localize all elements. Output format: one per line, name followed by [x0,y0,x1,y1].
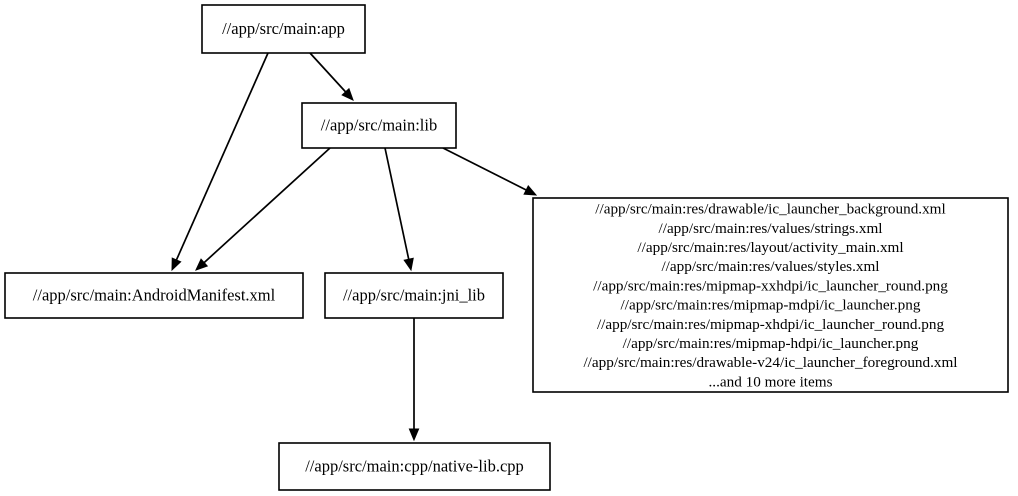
arrowhead-icon [403,257,414,272]
graph-node-app[interactable]: //app/src/main:app [201,4,366,54]
node-label-line: //app/src/main:res/drawable/ic_launcher_… [595,201,945,218]
node-label: //app/src/main:jni_lib [343,285,485,304]
node-label-line: //app/src/main:res/layout/activity_main.… [637,239,903,256]
node-label-line: //app/src/main:res/mipmap-xhdpi/ic_launc… [597,316,945,333]
graph-node-jni_lib[interactable]: //app/src/main:jni_lib [324,272,504,319]
edge-jni_lib-to-native_lib [408,318,420,442]
node-box[interactable] [532,197,1009,393]
node-box[interactable] [201,4,366,54]
node-box[interactable] [324,272,504,319]
edge-line [203,147,331,264]
node-label-line: //app/src/main:res/mipmap-hdpi/ic_launch… [623,335,919,352]
node-label-line: //app/src/main:res/values/strings.xml [659,220,883,237]
graph-node-lib[interactable]: //app/src/main:lib [301,102,457,149]
node-label: //app/src/main:AndroidManifest.xml [33,285,276,304]
node-label: //app/src/main:app [222,19,345,38]
edge-app-to-manifest [171,52,269,272]
edge-line [175,52,269,261]
node-box[interactable] [278,442,551,491]
node-label: //app/src/main:cpp/native-lib.cpp [305,456,524,475]
node-label: //app/src/main:lib [321,115,437,134]
graph-node-native_lib[interactable]: //app/src/main:cpp/native-lib.cpp [278,442,551,491]
graph-node-res_group[interactable]: //app/src/main:res/drawable/ic_launcher_… [532,197,1009,393]
nodes-layer: //app/src/main:app //app/src/main:lib //ap… [4,4,1009,491]
node-label-line: ...and 10 more items [708,373,832,390]
node-label-line: //app/src/main:res/drawable-v24/ic_launc… [583,354,957,371]
graph-node-manifest[interactable]: //app/src/main:AndroidManifest.xml [4,272,304,319]
edge-line [384,147,410,260]
edge-line [309,52,347,93]
arrowhead-icon [408,428,420,442]
node-label-line: //app/src/main:res/mipmap-mdpi/ic_launch… [621,297,921,314]
edge-lib-to-manifest [195,147,331,271]
edge-lib-to-res_group [442,147,538,196]
node-label-line: //app/src/main:res/mipmap-xxhdpi/ic_laun… [593,277,948,294]
edge-line [442,147,527,191]
node-box[interactable] [4,272,304,319]
arrowhead-icon [171,257,182,272]
edges-layer [171,52,538,442]
edge-lib-to-jni_lib [384,147,414,272]
node-label-line: //app/src/main:res/values/styles.xml [661,258,879,275]
edge-app-to-lib [309,52,354,101]
arrowhead-icon [195,258,209,271]
node-box[interactable] [301,102,457,149]
arrowhead-icon [341,87,354,101]
arrowhead-icon [523,185,538,196]
